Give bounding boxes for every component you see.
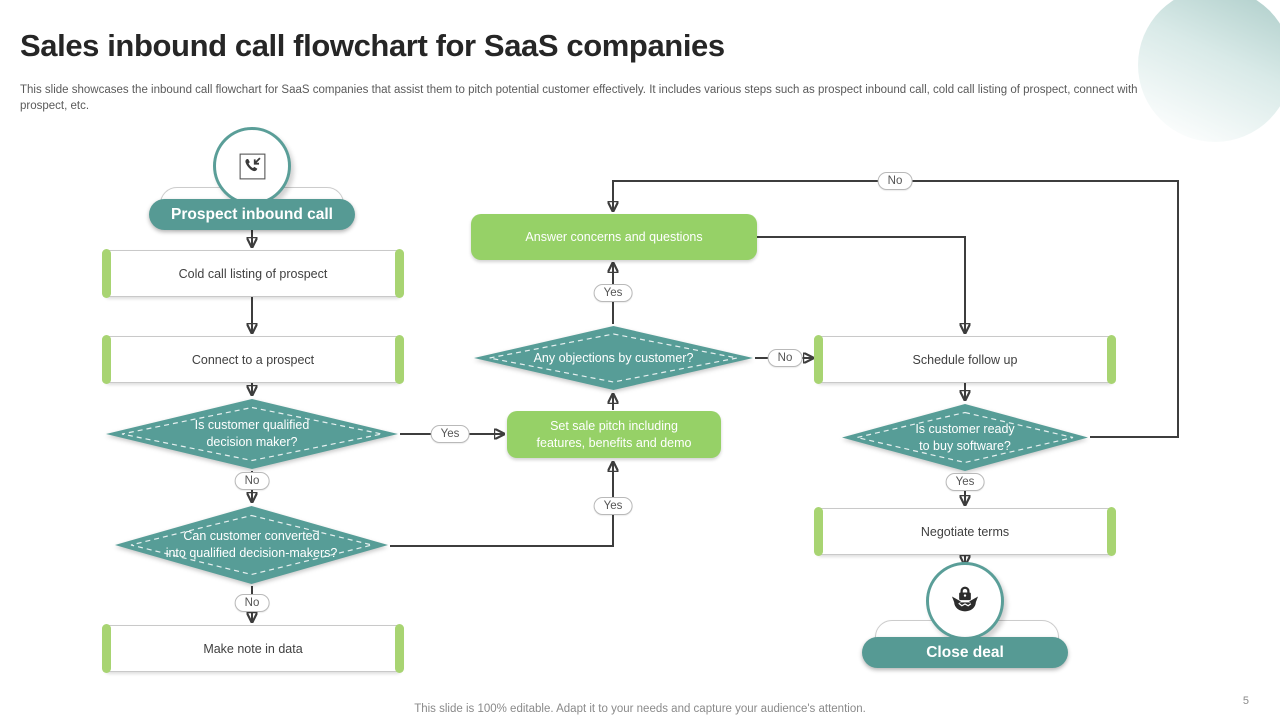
edge-label-objections-yes: Yes <box>593 284 633 302</box>
diamond-shape <box>474 326 753 390</box>
decision-label: Can customer converted into qualified de… <box>165 529 338 560</box>
edge-label-converted-no: No <box>234 594 270 612</box>
deal-badge <box>926 562 1004 640</box>
edge-label-objections-no: No <box>767 349 803 367</box>
edge-label-qualified-yes: Yes <box>430 425 470 443</box>
action-set-sale-pitch: Set sale pitch including features, benef… <box>507 411 721 458</box>
decision-label: Any objections by customer? <box>533 350 694 365</box>
decision-label: Is customer ready to buy software? <box>915 421 1015 453</box>
end-node: Close deal <box>862 637 1068 668</box>
slide-description: This slide showcases the inbound call fl… <box>20 84 1138 113</box>
decision-objections: Any objections by customer? <box>472 325 755 391</box>
inbound-call-badge <box>213 127 291 205</box>
start-node: Prospect inbound call <box>149 199 355 230</box>
inbound-call-icon <box>239 153 265 179</box>
diamond-shape <box>842 404 1088 471</box>
decision-qualified: Is customer qualified decision maker? <box>104 398 400 470</box>
step-connect-prospect: Connect to a prospect <box>102 335 404 384</box>
decision-label: Is customer qualified decision maker? <box>194 418 310 449</box>
footer-note: This slide is 100% editable. Adapt it to… <box>414 703 866 715</box>
edge-label-ready-no: No <box>877 172 913 190</box>
edge-label-qualified-no: No <box>234 472 270 490</box>
step-make-note: Make note in data <box>102 624 404 673</box>
decorative-circle <box>1138 0 1280 142</box>
action-answer-concerns: Answer concerns and questions <box>471 214 757 260</box>
deal-handshake-icon <box>951 586 979 612</box>
diamond-shape <box>115 506 388 584</box>
connector-converted-yes-to-pitch <box>390 462 613 547</box>
page-title: Sales inbound call flowchart for SaaS co… <box>20 28 725 63</box>
step-cold-call-listing: Cold call listing of prospect <box>102 249 404 298</box>
edge-label-ready-yes: Yes <box>945 473 985 491</box>
page-number: 5 <box>1242 695 1249 707</box>
diamond-shape <box>106 399 398 469</box>
decision-ready-to-buy: Is customer ready to buy software? <box>840 403 1090 472</box>
edge-label-converted-yes: Yes <box>593 497 633 515</box>
step-schedule-follow-up: Schedule follow up <box>814 335 1116 384</box>
decision-converted: Can customer converted into qualified de… <box>113 505 390 585</box>
step-negotiate-terms: Negotiate terms <box>814 507 1116 556</box>
connector-answer-to-schedule <box>757 236 965 333</box>
